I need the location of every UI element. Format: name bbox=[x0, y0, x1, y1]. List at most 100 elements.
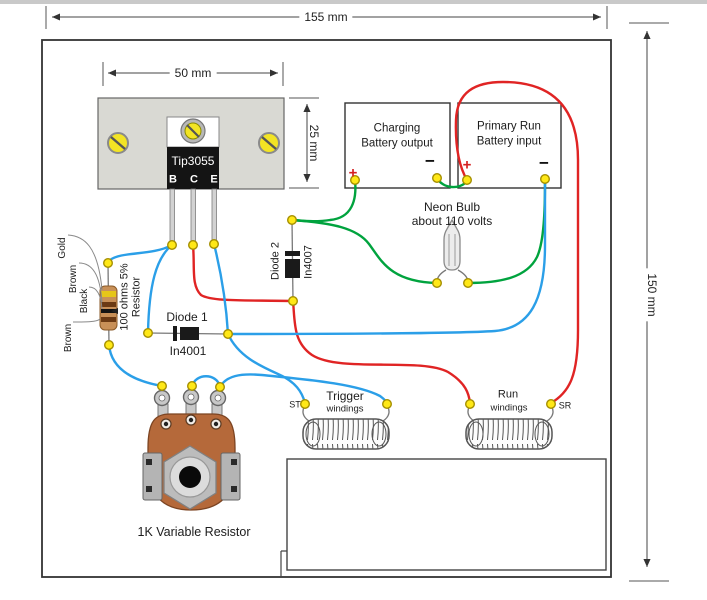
resistor-band2-label: Brown bbox=[68, 264, 79, 294]
top-strip bbox=[0, 0, 707, 4]
trigger-windings-label-2: windings bbox=[326, 403, 364, 415]
connection-dot bbox=[288, 296, 299, 307]
bottom-panel-outline bbox=[286, 458, 607, 571]
pot-lug-middle bbox=[182, 388, 200, 406]
charging-minus-label: − bbox=[425, 151, 435, 171]
dimension-width-label: 155 mm bbox=[299, 11, 353, 23]
band-black bbox=[101, 309, 116, 313]
pot-shaft bbox=[179, 466, 201, 488]
diode1-band bbox=[173, 326, 177, 341]
wire-diode1-st bbox=[226, 332, 307, 405]
wire-diode1-runminus bbox=[226, 179, 547, 336]
charging-plus-label: + bbox=[348, 164, 358, 182]
trigger-terminal-label: ST bbox=[289, 399, 301, 410]
run-terminal-label: SR bbox=[558, 400, 572, 411]
potentiometer-label: 1K Variable Resistor bbox=[137, 524, 251, 539]
connection-dot bbox=[432, 278, 443, 289]
neon-electrodes bbox=[448, 234, 456, 266]
run-battery-label-2: Battery input bbox=[476, 135, 542, 148]
right-screw-icon bbox=[258, 132, 280, 154]
resistor-component bbox=[67, 234, 118, 346]
pot-lug-right bbox=[209, 389, 227, 407]
run-battery-label-1: Primary Run bbox=[477, 120, 541, 133]
diode1-name-label: Diode 1 bbox=[166, 310, 208, 324]
run-minus-label: − bbox=[539, 153, 549, 173]
diode2-part-label: In4007 bbox=[302, 245, 315, 279]
neon-bulb-label-2: about 110 volts bbox=[411, 214, 493, 228]
transistor-board bbox=[97, 97, 285, 246]
board-outline bbox=[41, 39, 612, 578]
connection-dot bbox=[222, 329, 233, 340]
wire-runplus-sr bbox=[454, 80, 580, 405]
connection-dot bbox=[103, 340, 114, 351]
connection-dot bbox=[142, 328, 153, 339]
run-windings-label-2: windings bbox=[490, 402, 528, 414]
wire-pot-trigger bbox=[218, 373, 389, 405]
panel-notch bbox=[280, 550, 287, 577]
band-gold bbox=[101, 291, 116, 297]
run-battery-box bbox=[457, 102, 562, 189]
resistor-pointer bbox=[111, 308, 118, 314]
trigger-windings-label-1: Trigger bbox=[326, 389, 364, 403]
connection-dot bbox=[300, 399, 311, 410]
connection-dot bbox=[382, 399, 393, 410]
pin-lead-e bbox=[211, 188, 217, 245]
trigger-coil bbox=[302, 404, 390, 450]
transistor-part-label: Tip3055 bbox=[171, 154, 215, 168]
potentiometer bbox=[142, 388, 241, 511]
run-plus-label: + bbox=[462, 156, 472, 174]
wire-resistor-pot bbox=[107, 343, 164, 388]
diode1-body bbox=[180, 327, 199, 340]
resistor-value-label-2: Resistor bbox=[130, 276, 143, 318]
band-brown-1 bbox=[101, 302, 116, 307]
diode2-name-label: Diode 2 bbox=[269, 242, 282, 280]
green-wires bbox=[291, 176, 547, 285]
dimension-board-height-label: 25 mm bbox=[307, 119, 321, 167]
charging-battery-label-1: Charging bbox=[373, 122, 421, 135]
run-coil-body bbox=[465, 418, 553, 450]
diode2-component bbox=[285, 219, 300, 302]
connection-dot bbox=[166, 239, 177, 250]
connection-dot bbox=[186, 381, 197, 392]
wire-diode2-neon bbox=[291, 218, 439, 285]
wire-collector-diode2 bbox=[191, 243, 294, 303]
connection-dot bbox=[156, 381, 167, 392]
wire-base-diode1 bbox=[146, 243, 174, 335]
connection-dot bbox=[102, 258, 113, 269]
connection-dot bbox=[208, 238, 219, 249]
diode2-band bbox=[285, 251, 300, 256]
resistor-band1-label: Gold bbox=[57, 237, 68, 259]
transistor-body bbox=[167, 147, 219, 189]
dimension-board-height bbox=[289, 97, 319, 189]
charging-battery-label-2: Battery output bbox=[361, 137, 433, 150]
wire-emitter-diode1 bbox=[212, 242, 230, 336]
connection-dot bbox=[540, 173, 551, 184]
charging-battery-box bbox=[344, 102, 451, 189]
wire-base-resistor bbox=[106, 243, 174, 265]
connection-dots bbox=[102, 172, 557, 410]
diode2-body bbox=[285, 259, 300, 278]
neon-bulb-glass bbox=[443, 218, 461, 271]
left-screw-icon bbox=[107, 132, 129, 154]
band-brown-2 bbox=[101, 317, 116, 322]
wire-diode2-runcoil bbox=[291, 299, 472, 405]
connection-dot bbox=[187, 239, 198, 250]
connection-dot bbox=[463, 278, 474, 289]
resistor-band4-label: Brown bbox=[63, 323, 74, 353]
pin-e-label: E bbox=[210, 173, 218, 186]
diode1-component bbox=[147, 326, 229, 341]
pin-c-label: C bbox=[190, 173, 198, 186]
wire-neon-runminus bbox=[466, 179, 547, 285]
connection-dot bbox=[214, 382, 225, 393]
trigger-coil-body bbox=[302, 418, 390, 450]
pin-lead-c bbox=[190, 188, 196, 246]
run-windings-label-1: Run bbox=[497, 388, 519, 401]
connection-dot bbox=[432, 172, 443, 183]
pot-tab-left bbox=[142, 452, 163, 501]
neon-bulb-label-1: Neon Bulb bbox=[423, 200, 481, 214]
connection-dot bbox=[465, 399, 476, 410]
pot-tab-right bbox=[220, 452, 241, 501]
pin-b-label: B bbox=[169, 173, 177, 186]
